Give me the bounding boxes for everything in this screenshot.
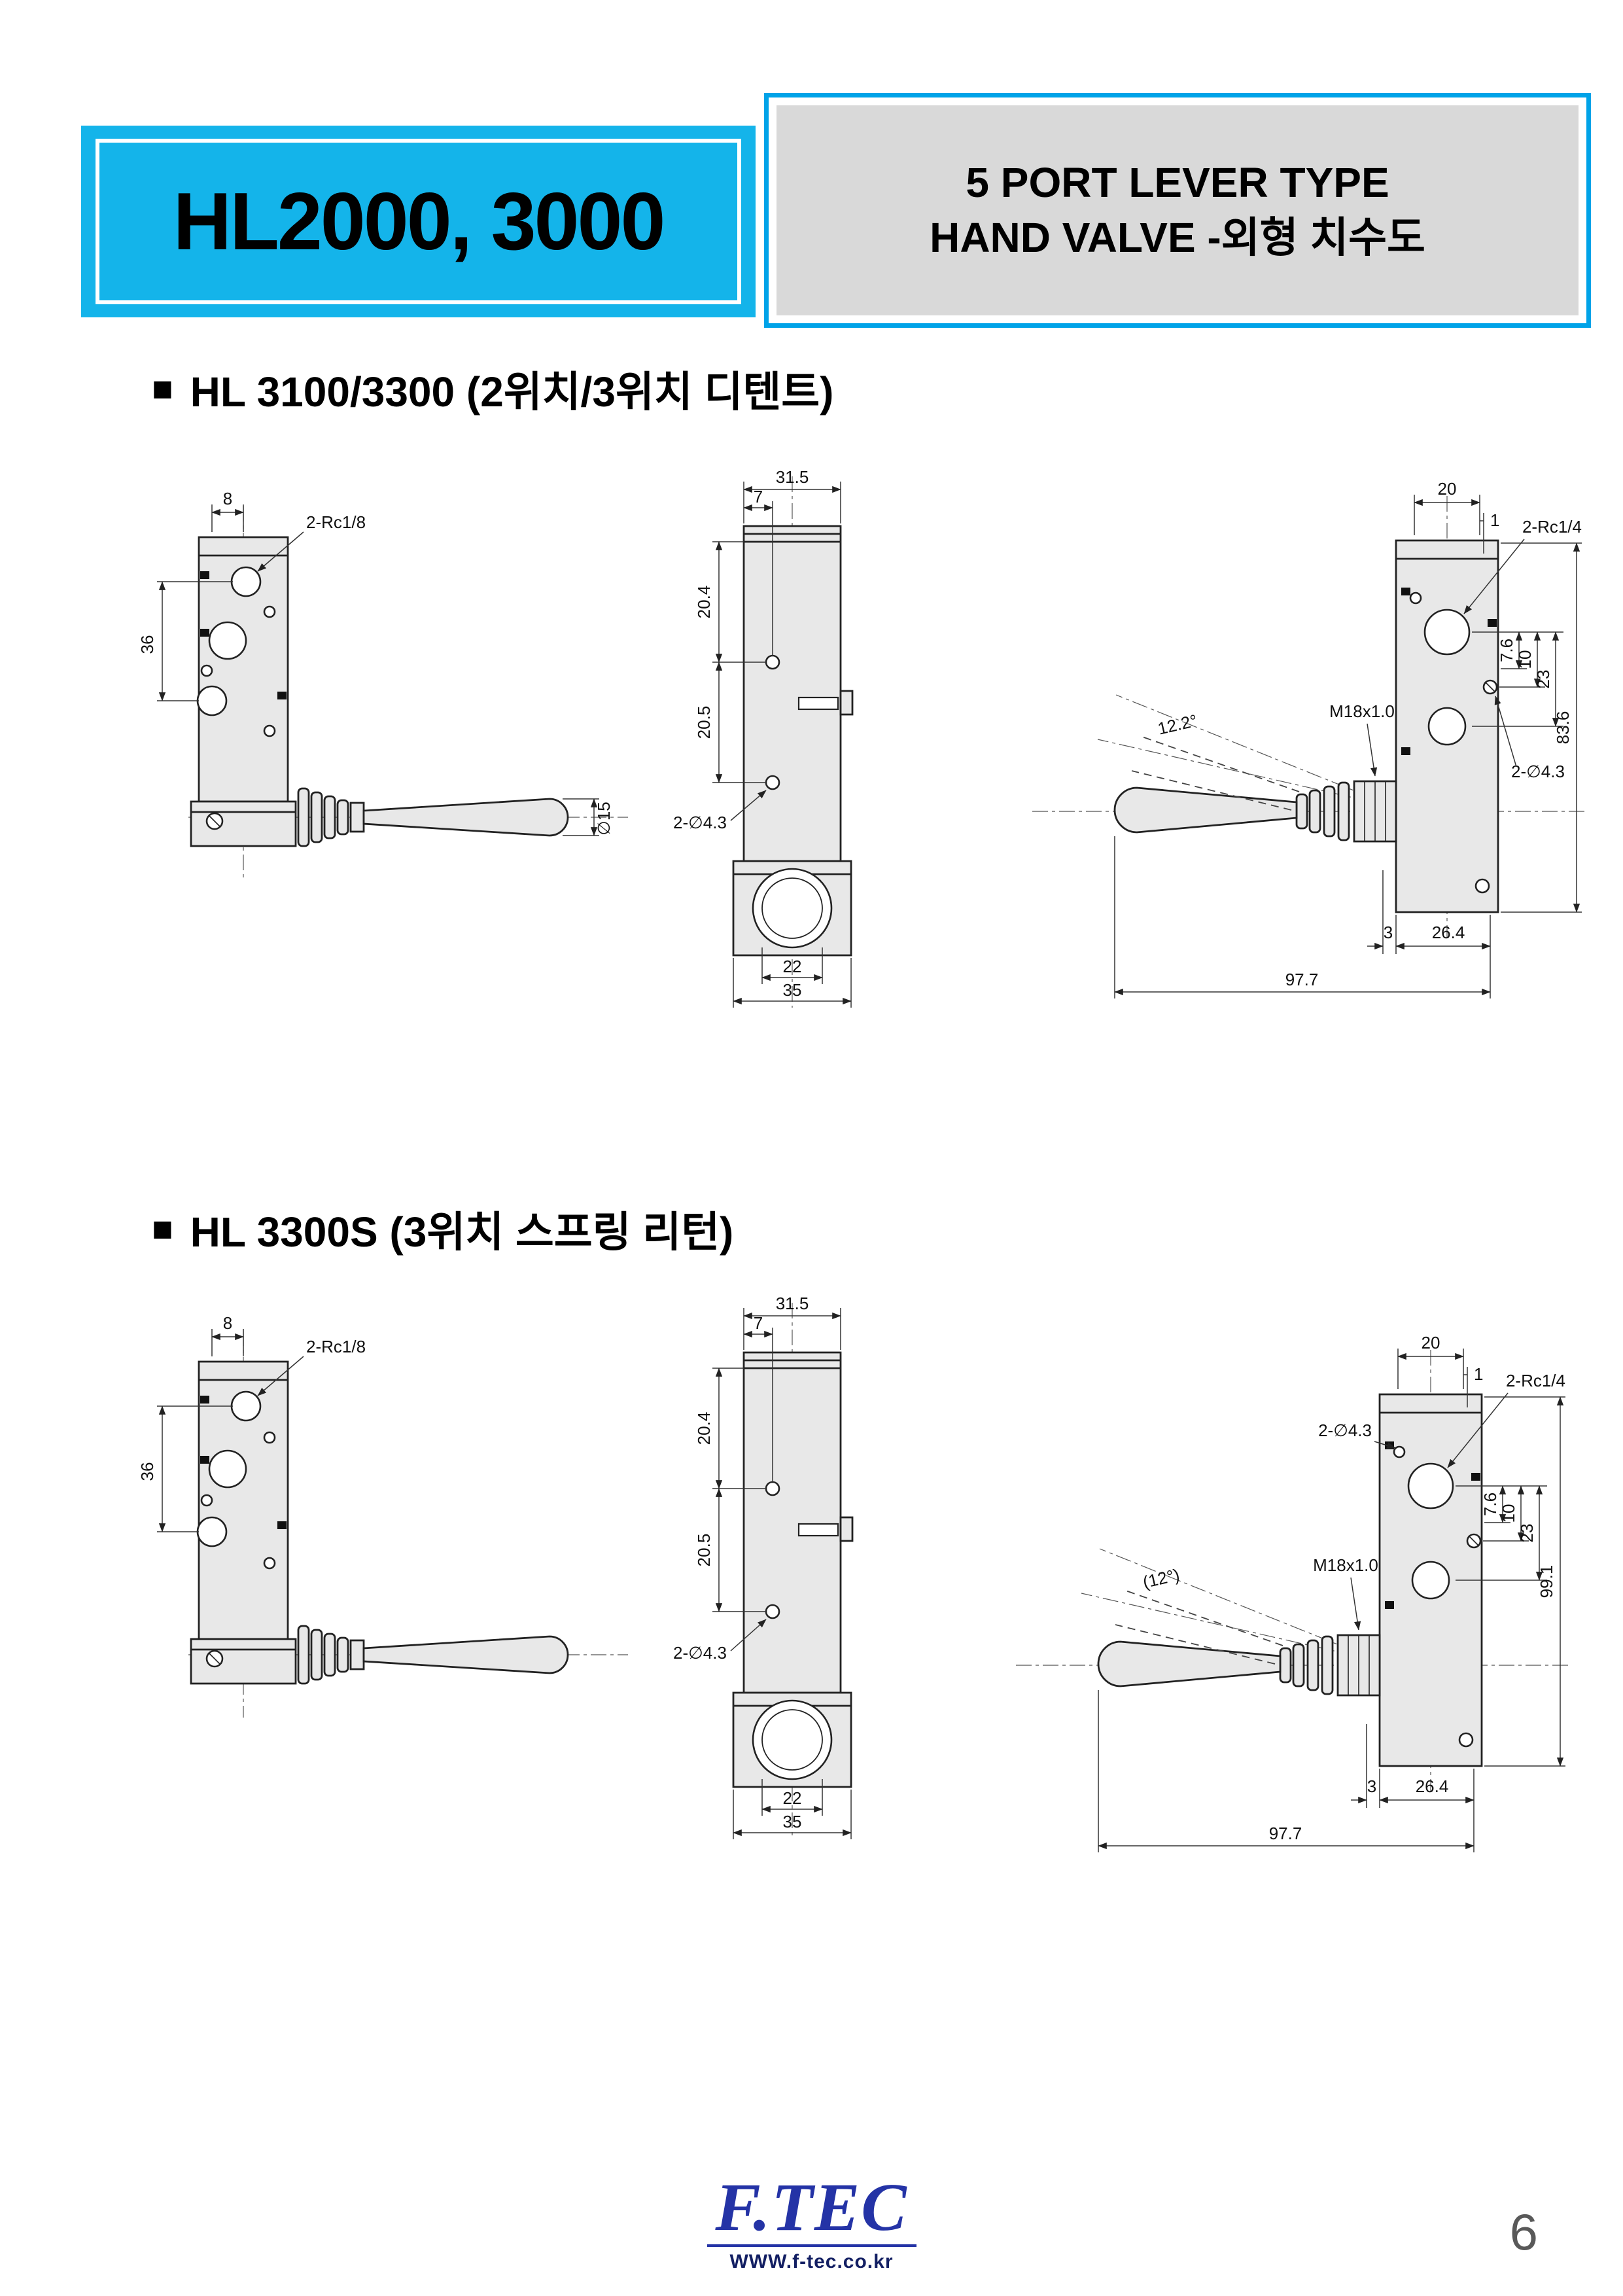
side-holes-label: 2-∅4.3: [673, 813, 727, 832]
page-number: 6: [1509, 2203, 1538, 2261]
lever-assembly: [297, 787, 569, 847]
lever-angle-label: 12.2°: [1156, 711, 1199, 739]
lever-holes-label: 2-∅4.3: [1511, 762, 1565, 781]
title-frame: HL2000, 3000: [96, 139, 741, 304]
drawing-1-side-view: 31.5 7 20.4 20.5 2-∅4.3 22 35: [673, 467, 854, 1008]
lever-dim-total: 97.7: [1269, 1824, 1302, 1843]
product-title: HL2000, 3000: [173, 176, 666, 267]
section-2-marker: ■: [152, 1209, 173, 1248]
side-dim-knob: 22: [783, 957, 802, 976]
title-block: HL2000, 3000: [81, 126, 756, 317]
side-holes-label: 2-∅4.3: [673, 1643, 727, 1663]
section-1-heading: ■ HL 3100/3300 (2위치/3위치 디텐트): [152, 359, 833, 419]
front-dim-top: 8: [223, 1313, 232, 1333]
dimensions: 31.5 7 20.4 20.5 2-∅4.3 22 35: [673, 467, 852, 1008]
lever-dim-top2: 1: [1490, 510, 1499, 530]
drawing-2-lever-view: 20 1 2-Rc1/4 2-∅4.3 7.6 10 23 99.1 M18x1…: [1016, 1333, 1568, 1852]
ftec-url: WWW.f-tec.co.kr: [729, 2251, 894, 2272]
dimensions: 31.5 7 20.4 20.5 2-∅4.3 22 35: [673, 1294, 852, 1839]
lever-assembly: [1113, 736, 1397, 843]
front-dim-top: 8: [223, 489, 232, 508]
lever-nut-label: M18x1.0: [1329, 701, 1395, 721]
side-dim-lower: 20.5: [694, 706, 714, 739]
header-box-fill: 5 PORT LEVER TYPE HAND VALVE -외형 치수도: [777, 105, 1579, 315]
side-dim-knob: 22: [783, 1788, 802, 1808]
valve-body: [732, 1351, 854, 1788]
valve-body: [190, 1360, 297, 1685]
section-2-title: HL 3300S (3위치 스프링 리턴): [190, 1209, 734, 1256]
lever-angle-label: (12°): [1141, 1564, 1181, 1592]
section-2-heading: ■ HL 3300S (3위치 스프링 리턴): [152, 1199, 733, 1259]
dimensions: 8 2-Rc1/8 36 ∅15: [137, 489, 614, 836]
lever-dim-height: 83.6: [1553, 711, 1573, 745]
ftec-logo-underline: [707, 2244, 916, 2247]
lever-dim-b: 10: [1499, 1504, 1518, 1523]
lever-thread-label: 2-Rc1/4: [1522, 517, 1582, 537]
valve-body: [190, 536, 297, 847]
lever-dim-body: 26.4: [1432, 923, 1465, 942]
front-dim-left: 36: [137, 635, 157, 654]
header-line-2: HAND VALVE -외형 치수도: [930, 213, 1425, 261]
side-dim-upper: 20.4: [694, 1412, 714, 1445]
lever-dim-top: 20: [1422, 1333, 1440, 1352]
front-dim-left: 36: [137, 1462, 157, 1481]
lever-dim-height: 99.1: [1537, 1565, 1556, 1598]
side-dim-width: 31.5: [776, 467, 809, 487]
lever-holes-label: 2-∅4.3: [1318, 1421, 1372, 1440]
lever-assembly: [1097, 1590, 1381, 1697]
drawing-2-front-view: 8 2-Rc1/8 36: [137, 1313, 628, 1718]
header-line-1: 5 PORT LEVER TYPE: [966, 158, 1389, 206]
valve-body: [732, 525, 854, 957]
lever-dim-c: 23: [1517, 1524, 1537, 1543]
lever-dim-a: 7.6: [1497, 639, 1516, 662]
dimensions: 20 1 2-Rc1/4 2-∅4.3 7.6 10 23 99.1 M18x1…: [1098, 1333, 1565, 1852]
footer: F.TEC WWW.f-tec.co.kr: [0, 2174, 1623, 2273]
side-dim-offset: 7: [754, 1313, 763, 1333]
lever-dim-top2: 1: [1474, 1364, 1483, 1384]
side-dim-upper: 20.4: [694, 586, 714, 619]
lever-dim-total: 97.7: [1285, 970, 1319, 989]
section-1-marker: ■: [152, 369, 173, 408]
drawing-1-front-view: 8 2-Rc1/8 36 ∅15: [137, 489, 628, 880]
dimensions: 20 1 2-Rc1/4 7.6 10 23 2-∅4.3 83.6 M18x1…: [1114, 479, 1582, 998]
dimensions: 8 2-Rc1/8 36: [137, 1313, 366, 1532]
side-dim-base: 35: [783, 980, 802, 1000]
header-box: 5 PORT LEVER TYPE HAND VALVE -외형 치수도: [764, 93, 1591, 328]
lever-dim-body: 26.4: [1416, 1776, 1449, 1796]
lever-dim-b: 10: [1515, 650, 1535, 669]
lever-dim-a: 7.6: [1480, 1492, 1500, 1516]
lever-dim-c: 23: [1533, 670, 1553, 689]
side-dim-lower: 20.5: [694, 1534, 714, 1567]
lever-thread-label: 2-Rc1/4: [1506, 1371, 1565, 1390]
section-1-title: HL 3100/3300 (2위치/3위치 디텐트): [190, 368, 834, 415]
front-thread-label: 2-Rc1/8: [306, 1337, 366, 1356]
lever-dim-gap: 3: [1384, 923, 1393, 942]
front-dim-handle-dia: ∅15: [594, 802, 614, 836]
lever-nut-label: M18x1.0: [1313, 1555, 1378, 1575]
side-dim-width: 31.5: [776, 1294, 809, 1313]
lever-dim-gap: 3: [1367, 1776, 1376, 1796]
lever-assembly: [297, 1625, 569, 1685]
drawing-1-lever-view: 20 1 2-Rc1/4 7.6 10 23 2-∅4.3 83.6 M18x1…: [1032, 479, 1584, 998]
side-dim-offset: 7: [754, 487, 763, 506]
ftec-logo: F.TEC: [715, 2170, 908, 2245]
front-thread-label: 2-Rc1/8: [306, 512, 366, 532]
lever-dim-top: 20: [1438, 479, 1457, 499]
drawing-2-side-view: 31.5 7 20.4 20.5 2-∅4.3 22 35: [673, 1294, 854, 1839]
side-dim-base: 35: [783, 1812, 802, 1831]
